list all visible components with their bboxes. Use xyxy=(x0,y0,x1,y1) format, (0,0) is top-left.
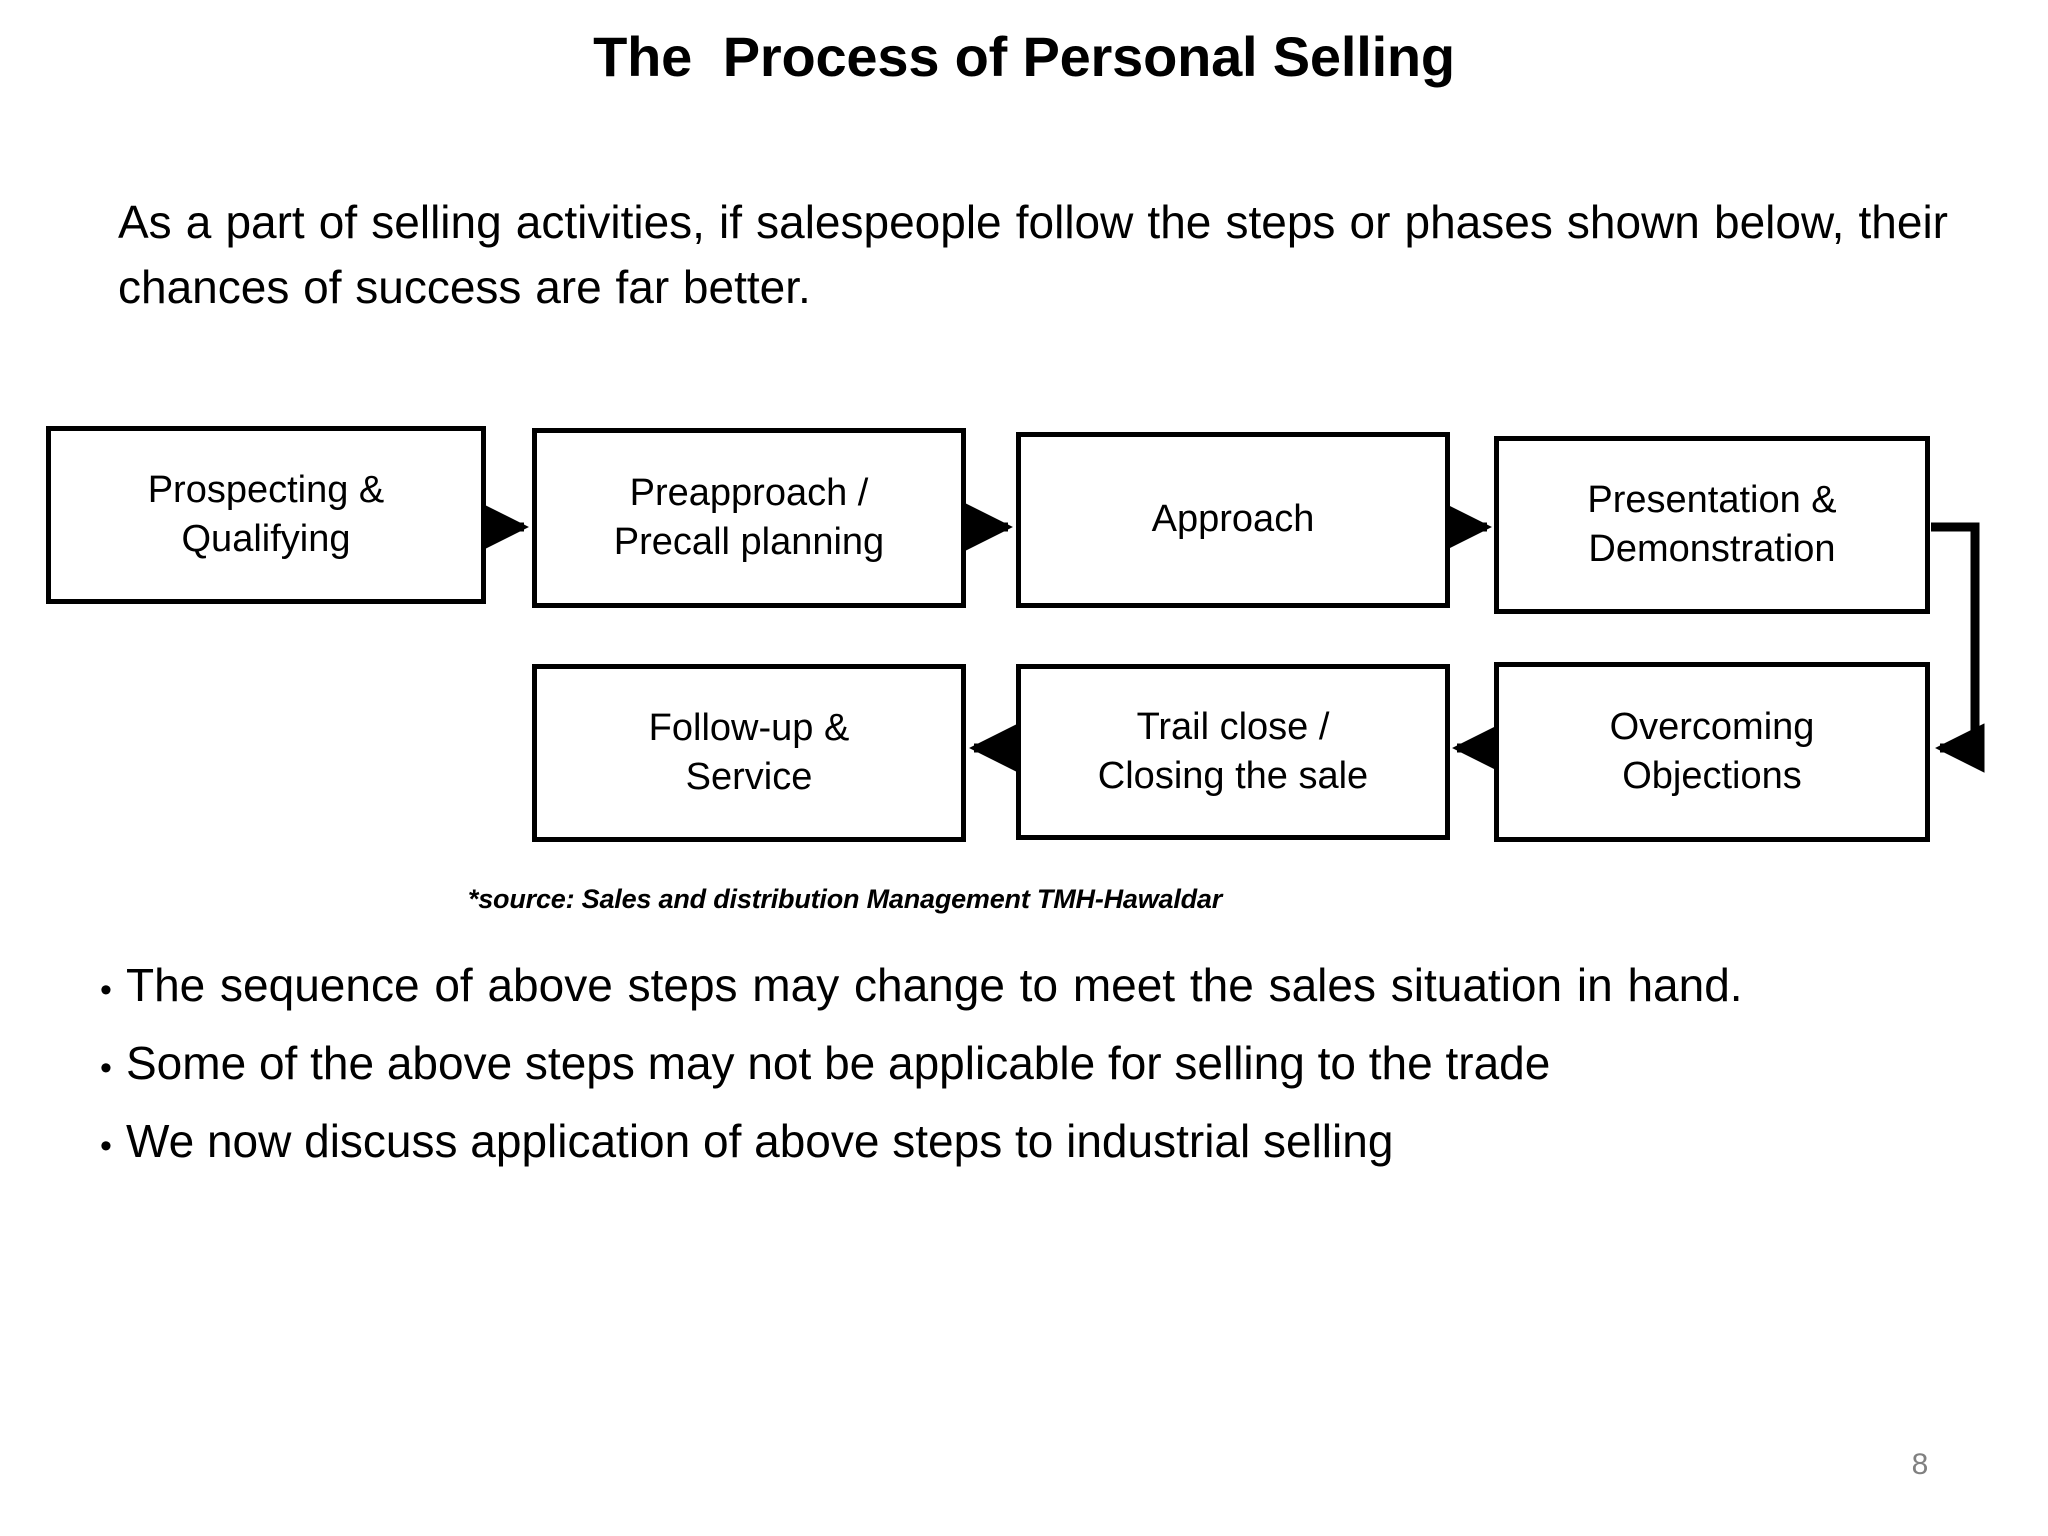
flow-box-followup-service[interactable]: Follow-up & Service xyxy=(532,664,966,842)
flow-box-presentation-demonstration[interactable]: Presentation & Demonstration xyxy=(1494,436,1930,614)
list-item-text: We now discuss application of above step… xyxy=(126,1115,1394,1168)
flow-box-overcoming-objections[interactable]: Overcoming Objections xyxy=(1494,662,1930,842)
list-item: • The sequence of above steps may change … xyxy=(100,952,1970,1018)
list-item-text: Some of the above steps may not be appli… xyxy=(126,1037,1551,1090)
flow-box-preapproach-precall-planning[interactable]: Preapproach / Precall planning xyxy=(532,428,966,608)
bullet-list: • The sequence of above steps may change … xyxy=(100,952,1970,1187)
flow-box-prospecting-qualifying[interactable]: Prospecting & Qualifying xyxy=(46,426,486,604)
bullet-dot-icon: • xyxy=(100,971,112,1009)
flow-box-label: Approach xyxy=(1151,498,1315,541)
flow-box-label: Preapproach / Precall planning xyxy=(613,471,885,563)
connector-presentation-to-overcoming xyxy=(1931,522,1985,773)
list-item-text: The sequence of above steps may change t… xyxy=(126,959,1743,1011)
page-title: The Process of Personal Selling xyxy=(593,25,1455,88)
flow-box-label: Follow-up & Service xyxy=(648,706,850,798)
flow-box-approach[interactable]: Approach xyxy=(1016,432,1450,608)
flow-box-label: Prospecting & Qualifying xyxy=(147,468,385,560)
bullet-dot-icon: • xyxy=(100,1127,112,1166)
flow-box-label: Presentation & Demonstration xyxy=(1587,478,1837,570)
flow-box-label: Trail close / Closing the sale xyxy=(1097,705,1369,797)
intro-paragraph: As a part of selling activities, if sale… xyxy=(118,196,1948,314)
bullet-dot-icon: • xyxy=(100,1049,112,1088)
list-item: • Some of the above steps may not be appl… xyxy=(100,1030,1970,1096)
page-number: 8 xyxy=(1911,1448,1929,1481)
flow-box-label: Overcoming Objections xyxy=(1609,705,1815,797)
list-item: • We now discuss application of above ste… xyxy=(100,1108,1970,1174)
flow-box-trail-close-closing-the-sale[interactable]: Trail close / Closing the sale xyxy=(1016,664,1450,840)
source-note: *source: Sales and distribution Manageme… xyxy=(467,884,1223,914)
